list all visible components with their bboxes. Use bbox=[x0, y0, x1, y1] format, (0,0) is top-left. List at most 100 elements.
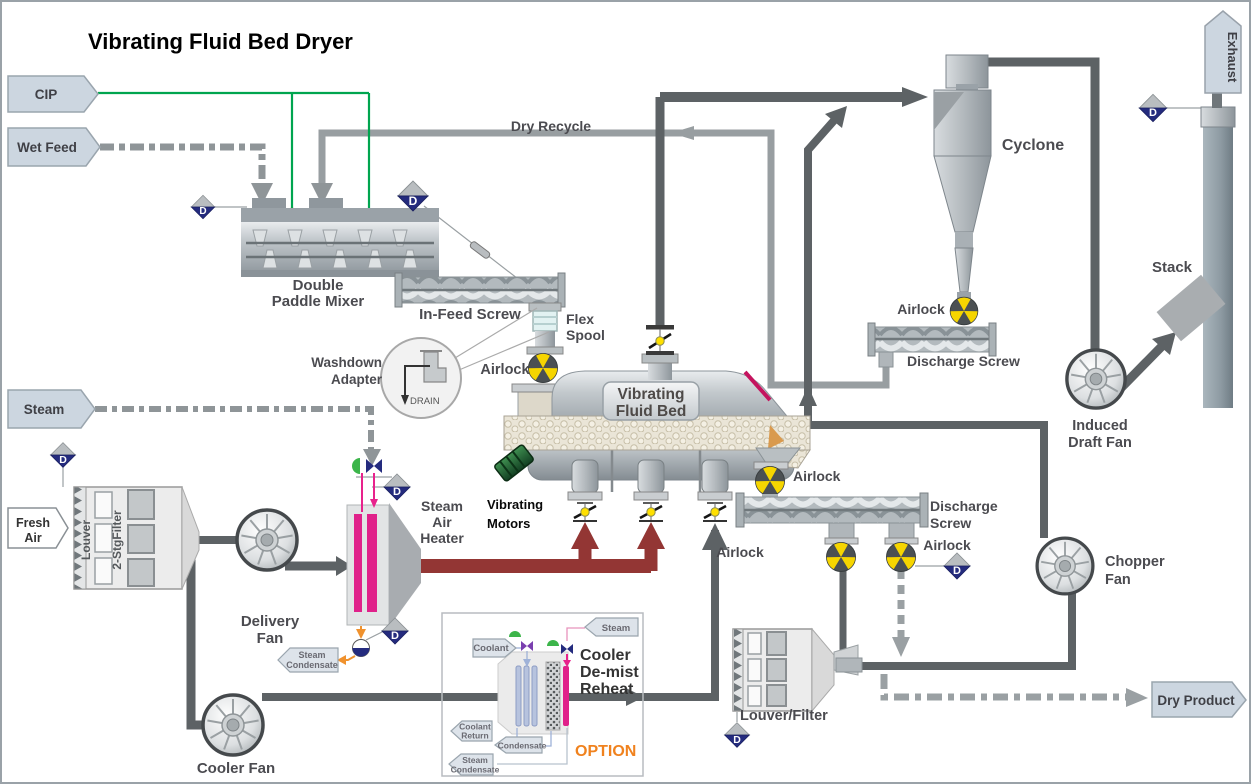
dry-product-tag bbox=[1151, 681, 1247, 718]
flex-spool-label-2: Spool bbox=[566, 327, 605, 343]
delivery-fan-label-2: Fan bbox=[257, 630, 284, 647]
washdown-label-2: Adapter bbox=[331, 372, 383, 387]
product-discharge-screw bbox=[735, 492, 929, 545]
page-title: Vibrating Fluid Bed Dryer bbox=[88, 29, 353, 54]
steam-arrow bbox=[363, 449, 381, 466]
branch-arrow bbox=[825, 106, 847, 128]
flex-spool-label-1: Flex bbox=[566, 311, 594, 327]
heater-inlet-arrow bbox=[336, 556, 352, 576]
cip-tag bbox=[7, 75, 99, 113]
condensate-label: Condensate bbox=[498, 741, 547, 751]
steam-condensate-label-1: Steam bbox=[298, 650, 325, 660]
cyclone bbox=[933, 54, 992, 300]
option-name-2: De-mist bbox=[580, 664, 639, 681]
cyclone-outlet-duct bbox=[987, 57, 1100, 352]
logo-d: D bbox=[409, 194, 418, 208]
mixer-label-1: Double bbox=[293, 277, 344, 294]
option-steam-condensate-label-1: Steam bbox=[462, 755, 488, 765]
airlock-out-arrow bbox=[892, 637, 910, 657]
in-feed-screw bbox=[394, 272, 566, 308]
logo-d: D bbox=[1149, 107, 1157, 119]
logo-markers: D D D D D D D D bbox=[50, 93, 1168, 748]
washdown-label-1: Washdown bbox=[311, 355, 382, 370]
chopper-fan bbox=[1035, 536, 1095, 596]
coolant-return-tag bbox=[450, 720, 493, 742]
steam-valve bbox=[352, 458, 382, 512]
steam-label: Steam bbox=[24, 402, 65, 417]
heater-label-3: Heater bbox=[420, 530, 464, 546]
vessel-label-1: Vibrating bbox=[618, 386, 685, 403]
wet-feed-arrow bbox=[251, 183, 273, 205]
cyclone-screw-label: Discharge Screw bbox=[907, 353, 1020, 369]
cip-line bbox=[98, 91, 371, 211]
louver-label: Louver bbox=[79, 520, 93, 560]
fresh-air-label-2: Air bbox=[24, 531, 42, 545]
delivery-fan bbox=[235, 508, 299, 572]
delivery-fan-label-1: Delivery bbox=[241, 613, 300, 630]
logo-d: D bbox=[59, 454, 67, 466]
dry-product-arrow bbox=[1126, 688, 1148, 707]
coolant-tag bbox=[472, 638, 517, 658]
vessel-discharge bbox=[753, 447, 802, 470]
option-steam-condensate-tag bbox=[448, 753, 494, 776]
vent-louver-filter bbox=[732, 627, 863, 713]
cip-label: CIP bbox=[35, 87, 58, 102]
hot-air-arrow-1 bbox=[571, 522, 599, 549]
airlock-label-left: Airlock bbox=[716, 544, 764, 560]
coolant-return-label-2: Return bbox=[461, 731, 488, 741]
drain-label: DRAIN bbox=[410, 396, 440, 407]
cooling-inlet-arrow bbox=[702, 523, 728, 550]
condensate-tag bbox=[493, 736, 543, 754]
induced-draft-fan bbox=[1065, 348, 1127, 410]
discharge-screw-label-2: Screw bbox=[930, 515, 971, 531]
steam-trap bbox=[337, 626, 370, 665]
recycle-inlet-arrow bbox=[311, 183, 333, 205]
option-box bbox=[441, 612, 644, 777]
heater-label-2: Air bbox=[432, 514, 452, 530]
cyclone-airlock-label: Airlock bbox=[897, 301, 945, 317]
wet-feed-tag bbox=[7, 127, 101, 167]
discharge-airlock-valve bbox=[753, 466, 787, 496]
steam-condensate-label-2: Condensate bbox=[286, 660, 338, 670]
steam-tag bbox=[7, 389, 96, 429]
vessel-label-2: Fluid Bed bbox=[616, 403, 687, 420]
fresh-air-tag bbox=[7, 507, 69, 549]
feed-airlock-valve bbox=[526, 353, 560, 383]
logo-d: D bbox=[199, 206, 206, 217]
chopper-fan-label-1: Chopper bbox=[1105, 554, 1165, 570]
idf-label-1: Induced bbox=[1072, 418, 1128, 434]
vessel-top-outlet bbox=[641, 325, 679, 380]
cooling-mid-arrow bbox=[626, 688, 644, 706]
steam-line bbox=[95, 406, 374, 450]
dry-product-line bbox=[880, 570, 1126, 701]
filter-label: 2-StgFilter bbox=[110, 510, 124, 570]
wet-feed-label: Wet Feed bbox=[17, 140, 77, 155]
cooler-fan-label: Cooler Fan bbox=[197, 760, 275, 777]
washdown-adapter bbox=[380, 307, 550, 419]
feed-airlock-label: Airlock bbox=[480, 362, 530, 378]
dry-recycle-label: Dry Recycle bbox=[511, 118, 591, 134]
chopper-fan-label-2: Fan bbox=[1105, 572, 1131, 588]
riser-arrow bbox=[799, 386, 817, 406]
dry-recycle-arrow bbox=[671, 126, 694, 140]
fresh-air-ducts bbox=[186, 530, 719, 730]
flex-spool bbox=[526, 302, 564, 355]
seal-strip bbox=[743, 370, 772, 402]
cyclone-inlet-arrow bbox=[902, 87, 928, 107]
double-paddle-mixer bbox=[241, 198, 439, 277]
idf-label-2: Draft Fan bbox=[1068, 435, 1132, 451]
motors-label-1: Vibrating bbox=[487, 497, 543, 512]
option-steam-label: Steam bbox=[602, 623, 631, 634]
fresh-air-label-1: Fresh bbox=[16, 516, 50, 530]
cooler-fan bbox=[201, 693, 265, 757]
steam-air-heater bbox=[346, 503, 421, 627]
sensor-capsule bbox=[469, 241, 491, 259]
fluid-bed-inlets bbox=[567, 459, 733, 523]
exhaust-duct bbox=[655, 92, 902, 327]
exhaust-tag bbox=[1204, 10, 1242, 94]
cyclone-discharge-screw bbox=[867, 322, 997, 368]
coolant-return-label-1: Coolant bbox=[459, 722, 491, 732]
steam-condensate-tag bbox=[277, 647, 339, 673]
